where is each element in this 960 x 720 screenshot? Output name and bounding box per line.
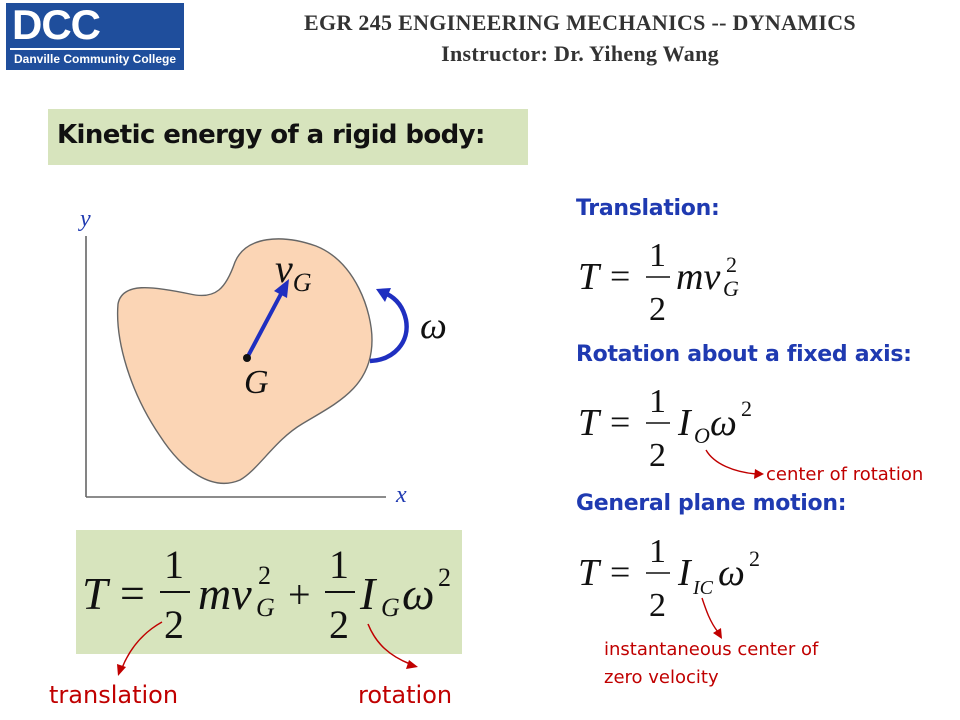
fixed-axis-formula: T = 1 2 I O ω 2	[578, 383, 752, 474]
translation-label: translation	[49, 681, 179, 709]
t1-T: T	[578, 256, 602, 298]
term2-I: I	[359, 568, 378, 619]
general-formula-box	[76, 530, 462, 654]
term1-sup: 2	[258, 561, 271, 590]
logo-subtitle: Danville Community College	[13, 52, 177, 66]
t3-I: I	[677, 552, 693, 594]
velocity-arrowhead	[274, 279, 289, 298]
t1-den: 2	[649, 291, 666, 328]
omega-label: ω	[420, 305, 447, 347]
fraction2-num: 1	[329, 542, 349, 587]
term1-mv: mv	[198, 568, 252, 619]
general-formula: T = 1 2 mv 2 G + 1 2 I G ω 2	[82, 542, 451, 647]
t3-omega: ω	[718, 552, 745, 594]
t2-num: 1	[649, 383, 666, 420]
rotation-arrow	[367, 623, 411, 665]
general-plane-formula: T = 1 2 I IC ω 2	[578, 533, 760, 624]
t2-eq: =	[610, 402, 630, 442]
t2-den: 2	[649, 437, 666, 474]
t1-sup: 2	[726, 252, 737, 277]
velocity-vector	[245, 291, 284, 359]
fixed-axis-heading: Rotation about a fixed axis:	[576, 342, 912, 367]
t3-T: T	[578, 552, 602, 594]
t2-T: T	[578, 402, 602, 444]
t1-num: 1	[649, 237, 666, 274]
translation-formula: T = 1 2 mv 2 G	[578, 237, 739, 328]
logo-divider	[10, 48, 180, 50]
translation-arrow	[121, 621, 163, 669]
formula-plus: +	[288, 572, 311, 617]
fraction2-den: 2	[329, 602, 349, 647]
center-of-rotation-arrow	[705, 449, 764, 479]
t2-omega: ω	[710, 402, 737, 444]
t3-den: 2	[649, 587, 666, 624]
slide-title-box: Kinetic energy of a rigid body:	[48, 109, 528, 165]
rotation-arrowhead	[406, 660, 418, 669]
instant-center-arrow	[701, 597, 722, 639]
formula-annotation-arrows	[117, 621, 418, 676]
y-axis-label: y	[78, 206, 91, 232]
instant-center-note-line2: zero velocity	[604, 667, 719, 688]
instant-center-arrow-line	[701, 597, 719, 633]
instant-center-arrowhead	[713, 628, 722, 639]
college-logo: DCC Danville Community College	[6, 1, 184, 70]
formula-equals: =	[120, 569, 145, 618]
t3-num: 1	[649, 533, 666, 570]
t3-sub: IC	[692, 577, 714, 599]
t2-sub: O	[694, 423, 710, 448]
instant-center-note-line1: instantaneous center of	[604, 639, 819, 660]
center-of-rotation-arrow-line	[705, 449, 757, 475]
rigid-body-diagram: y x vG G ω	[78, 206, 447, 508]
angular-velocity-arrow	[369, 291, 409, 364]
term2-sup: 2	[438, 563, 451, 592]
velocity-label: vG	[275, 246, 312, 297]
angular-velocity-arrowhead	[376, 288, 391, 302]
translation-arrowhead	[117, 664, 126, 676]
formula-T: T	[82, 568, 111, 619]
t2-sup: 2	[741, 396, 752, 421]
center-of-rotation-note: center of rotation	[766, 464, 924, 485]
t2-I: I	[677, 402, 693, 444]
center-of-rotation-arrowhead	[754, 469, 764, 479]
x-axis-label: x	[395, 482, 407, 508]
slide-title: Kinetic energy of a rigid body:	[57, 120, 485, 150]
rotation-label: rotation	[358, 681, 453, 709]
center-of-mass-dot	[243, 354, 251, 362]
t3-eq: =	[610, 552, 630, 592]
center-of-mass-label: G	[244, 364, 269, 401]
term2-sub: G	[381, 593, 400, 622]
logo-text: DCC	[12, 1, 101, 48]
t1-term: mv	[676, 256, 720, 298]
term2-omega: ω	[402, 568, 434, 619]
t3-sup: 2	[749, 546, 760, 571]
course-title: EGR 245 ENGINEERING MECHANICS -- DYNAMIC…	[304, 10, 856, 35]
t1-eq: =	[610, 256, 630, 296]
term1-sub: G	[256, 593, 275, 622]
fraction1-num: 1	[164, 542, 184, 587]
fraction1-den: 2	[164, 602, 184, 647]
translation-heading: Translation:	[576, 196, 720, 221]
general-plane-heading: General plane motion:	[576, 491, 847, 516]
t1-sub: G	[723, 276, 739, 301]
instructor-line: Instructor: Dr. Yiheng Wang	[441, 41, 719, 66]
